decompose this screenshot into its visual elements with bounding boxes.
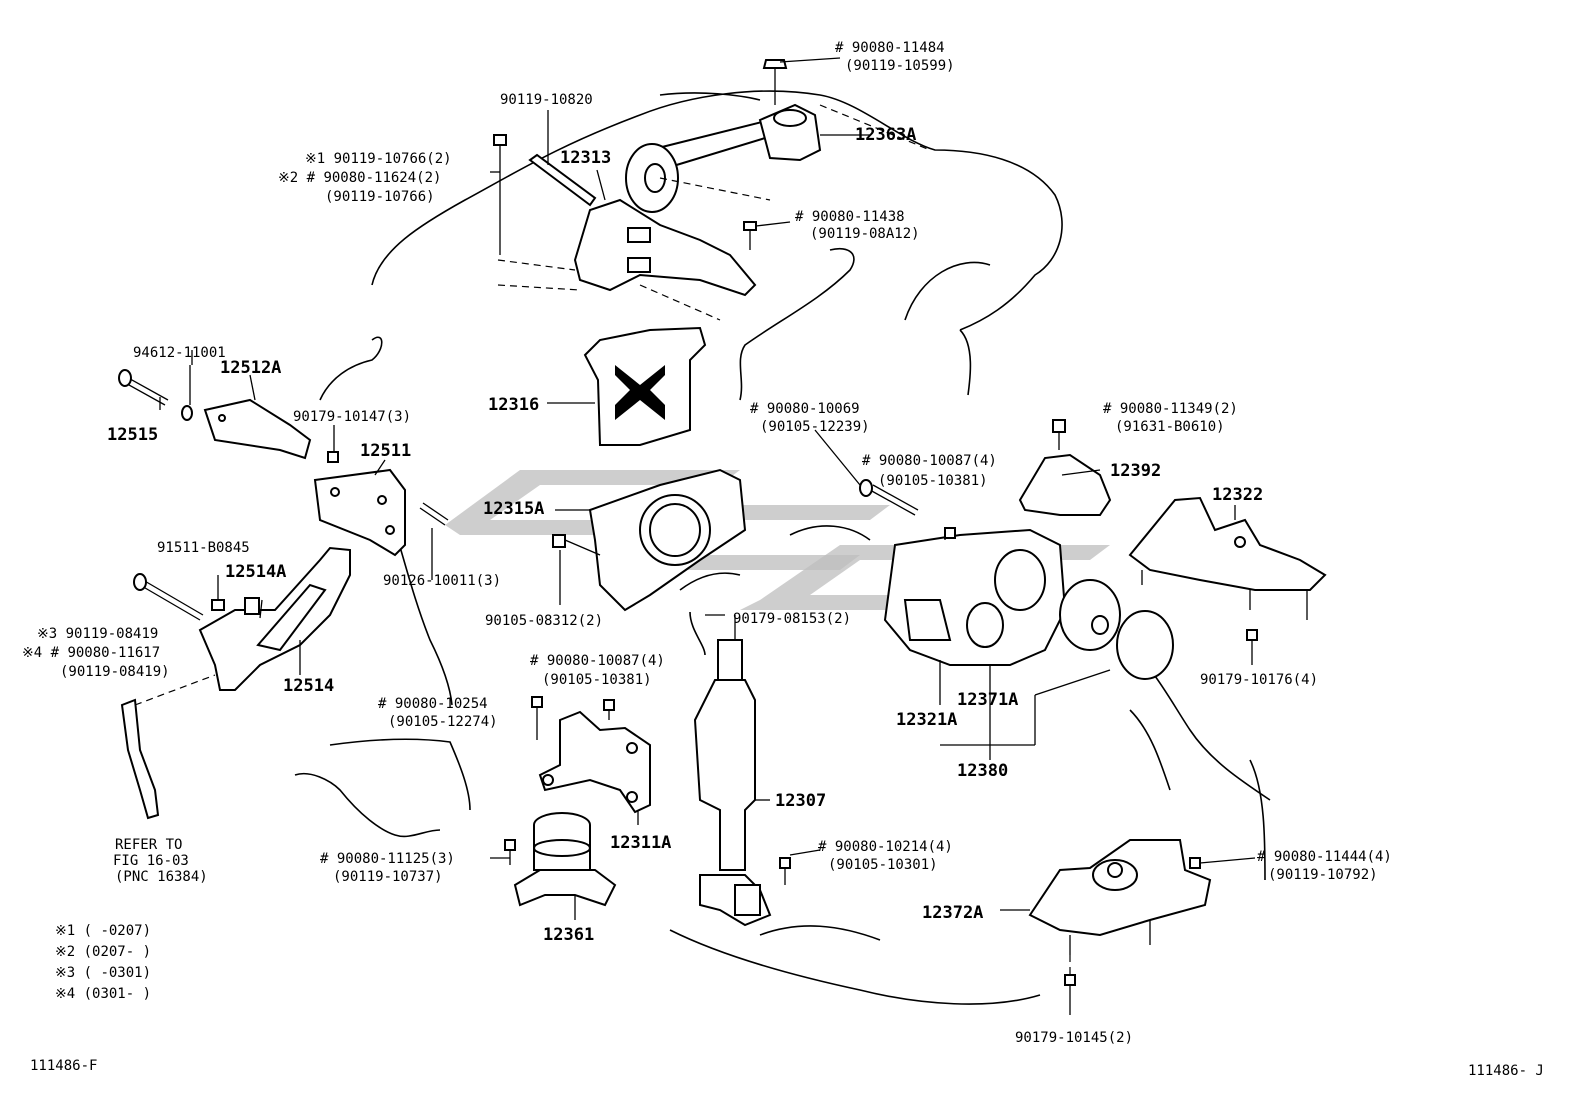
label-note4-90080-11617: ※4 # 90080-11617 <box>22 645 160 661</box>
label-90105-10301: (90105-10301) <box>828 857 938 873</box>
label-90119-08a12: (90119-08A12) <box>810 226 920 242</box>
bracket-12322 <box>1128 496 1327 641</box>
bracket-12514 <box>133 546 351 706</box>
label-91631-b0610: (91631-B0610) <box>1115 419 1225 435</box>
bracket-12313 <box>493 134 757 321</box>
label-refer-fig: FIG 16-03 <box>113 853 189 869</box>
label-90119-08419: (90119-08419) <box>60 664 170 680</box>
legend: ※1 ( -0207) ※2 (0207- ) ※3 ( -0301) ※4 (… <box>55 923 151 1002</box>
legend-item: ※1 ( -0207) <box>55 923 151 939</box>
label-12392: 12392 <box>1110 461 1161 481</box>
mount-12361 <box>504 812 617 907</box>
label-12307: 12307 <box>775 791 826 811</box>
label-note1-90119-10766: ※1 90119-10766(2) <box>305 151 452 167</box>
label-90080-10254: # 90080-10254 <box>378 696 488 712</box>
label-90080-11125: # 90080-11125(3) <box>320 851 455 867</box>
label-90105-08312: 90105-08312(2) <box>485 613 603 629</box>
bracket-12511 <box>313 468 449 580</box>
label-12363a: 12363A <box>855 125 916 145</box>
label-12311a: 12311A <box>610 833 671 853</box>
label-90080-11484: # 90080-11484 <box>835 40 945 56</box>
label-90179-08153: 90179-08153(2) <box>733 611 851 627</box>
label-90080-10214: # 90080-10214(4) <box>818 839 953 855</box>
housing-12321a <box>859 479 1067 666</box>
label-94612-11001: 94612-11001 <box>133 345 226 361</box>
footer-code-left: 111486-F <box>30 1058 97 1074</box>
label-12372a: 12372A <box>922 903 983 923</box>
footer-code-right: 111486- J <box>1468 1063 1544 1079</box>
label-12512a: 12512A <box>220 358 281 378</box>
label-90179-10176: 90179-10176(4) <box>1200 672 1318 688</box>
label-12515: 12515 <box>107 425 158 445</box>
label-12514a: 12514A <box>225 562 286 582</box>
housing-12315a <box>552 468 747 612</box>
label-90080-10069: # 90080-10069 <box>750 401 860 417</box>
label-12322: 12322 <box>1212 485 1263 505</box>
legend-item: ※2 (0207- ) <box>55 944 151 960</box>
label-90105-12239: (90105-12239) <box>760 419 870 435</box>
label-12316: 12316 <box>488 395 539 415</box>
label-12514: 12514 <box>283 676 334 696</box>
label-90119-10792: (90119-10792) <box>1268 867 1378 883</box>
top-mount-12363a <box>625 59 931 213</box>
label-90105-10381-a: (90105-10381) <box>878 473 988 489</box>
label-note2-90080-11624: ※2 # 90080-11624(2) <box>278 170 441 186</box>
legend-item: ※4 (0301- ) <box>55 986 151 1002</box>
engine-outline <box>294 90 1271 1005</box>
label-12380: 12380 <box>957 761 1008 781</box>
label-90119-10766: (90119-10766) <box>325 189 435 205</box>
label-12511: 12511 <box>360 441 411 461</box>
label-12361: 12361 <box>543 925 594 945</box>
label-90119-10599: (90119-10599) <box>845 58 955 74</box>
label-refer-to: REFER TO <box>115 837 182 853</box>
label-note3-90119-08419: ※3 90119-08419 <box>37 626 158 642</box>
plate-12316 <box>583 326 707 446</box>
label-90105-12274: (90105-12274) <box>388 714 498 730</box>
bracket-12372a <box>1028 839 1212 986</box>
strut-bracket <box>120 698 160 820</box>
legend-item: ※3 ( -0301) <box>55 965 151 981</box>
label-90179-10147: 90179-10147(3) <box>293 409 411 425</box>
bracket-12311a <box>531 696 651 814</box>
label-90179-10145: 90179-10145(2) <box>1015 1030 1133 1046</box>
label-90080-11438: # 90080-11438 <box>795 209 905 225</box>
nut-90179-10147 <box>327 425 339 463</box>
bolt-90080-11438 <box>743 221 791 250</box>
label-refer-pnc: (PNC 16384) <box>115 869 208 885</box>
label-91511-b0845: 91511-B0845 <box>157 540 250 556</box>
label-90080-10087-b: # 90080-10087(4) <box>530 653 665 669</box>
label-90119-10737: (90119-10737) <box>333 869 443 885</box>
bracket-12512a <box>118 365 312 460</box>
label-90105-10381-b: (90105-10381) <box>542 672 652 688</box>
cover-12392 <box>1018 419 1112 516</box>
label-90080-10087-a: # 90080-10087(4) <box>862 453 997 469</box>
label-90080-11444: # 90080-11444(4) <box>1257 849 1392 865</box>
mount-12371a <box>1059 579 1174 680</box>
label-12371a: 12371A <box>957 690 1018 710</box>
rod-12307 <box>693 615 791 927</box>
leader-lines <box>191 57 1256 1015</box>
label-12321a: 12321A <box>896 710 957 730</box>
label-12315a: 12315A <box>483 499 544 519</box>
label-90080-11349: # 90080-11349(2) <box>1103 401 1238 417</box>
label-90126-10011: 90126-10011(3) <box>383 573 501 589</box>
part-labels: # 90080-11484 (90119-10599) 90119-10820 … <box>22 40 1392 1046</box>
label-12313: 12313 <box>560 148 611 168</box>
label-90119-10820: 90119-10820 <box>500 92 593 108</box>
